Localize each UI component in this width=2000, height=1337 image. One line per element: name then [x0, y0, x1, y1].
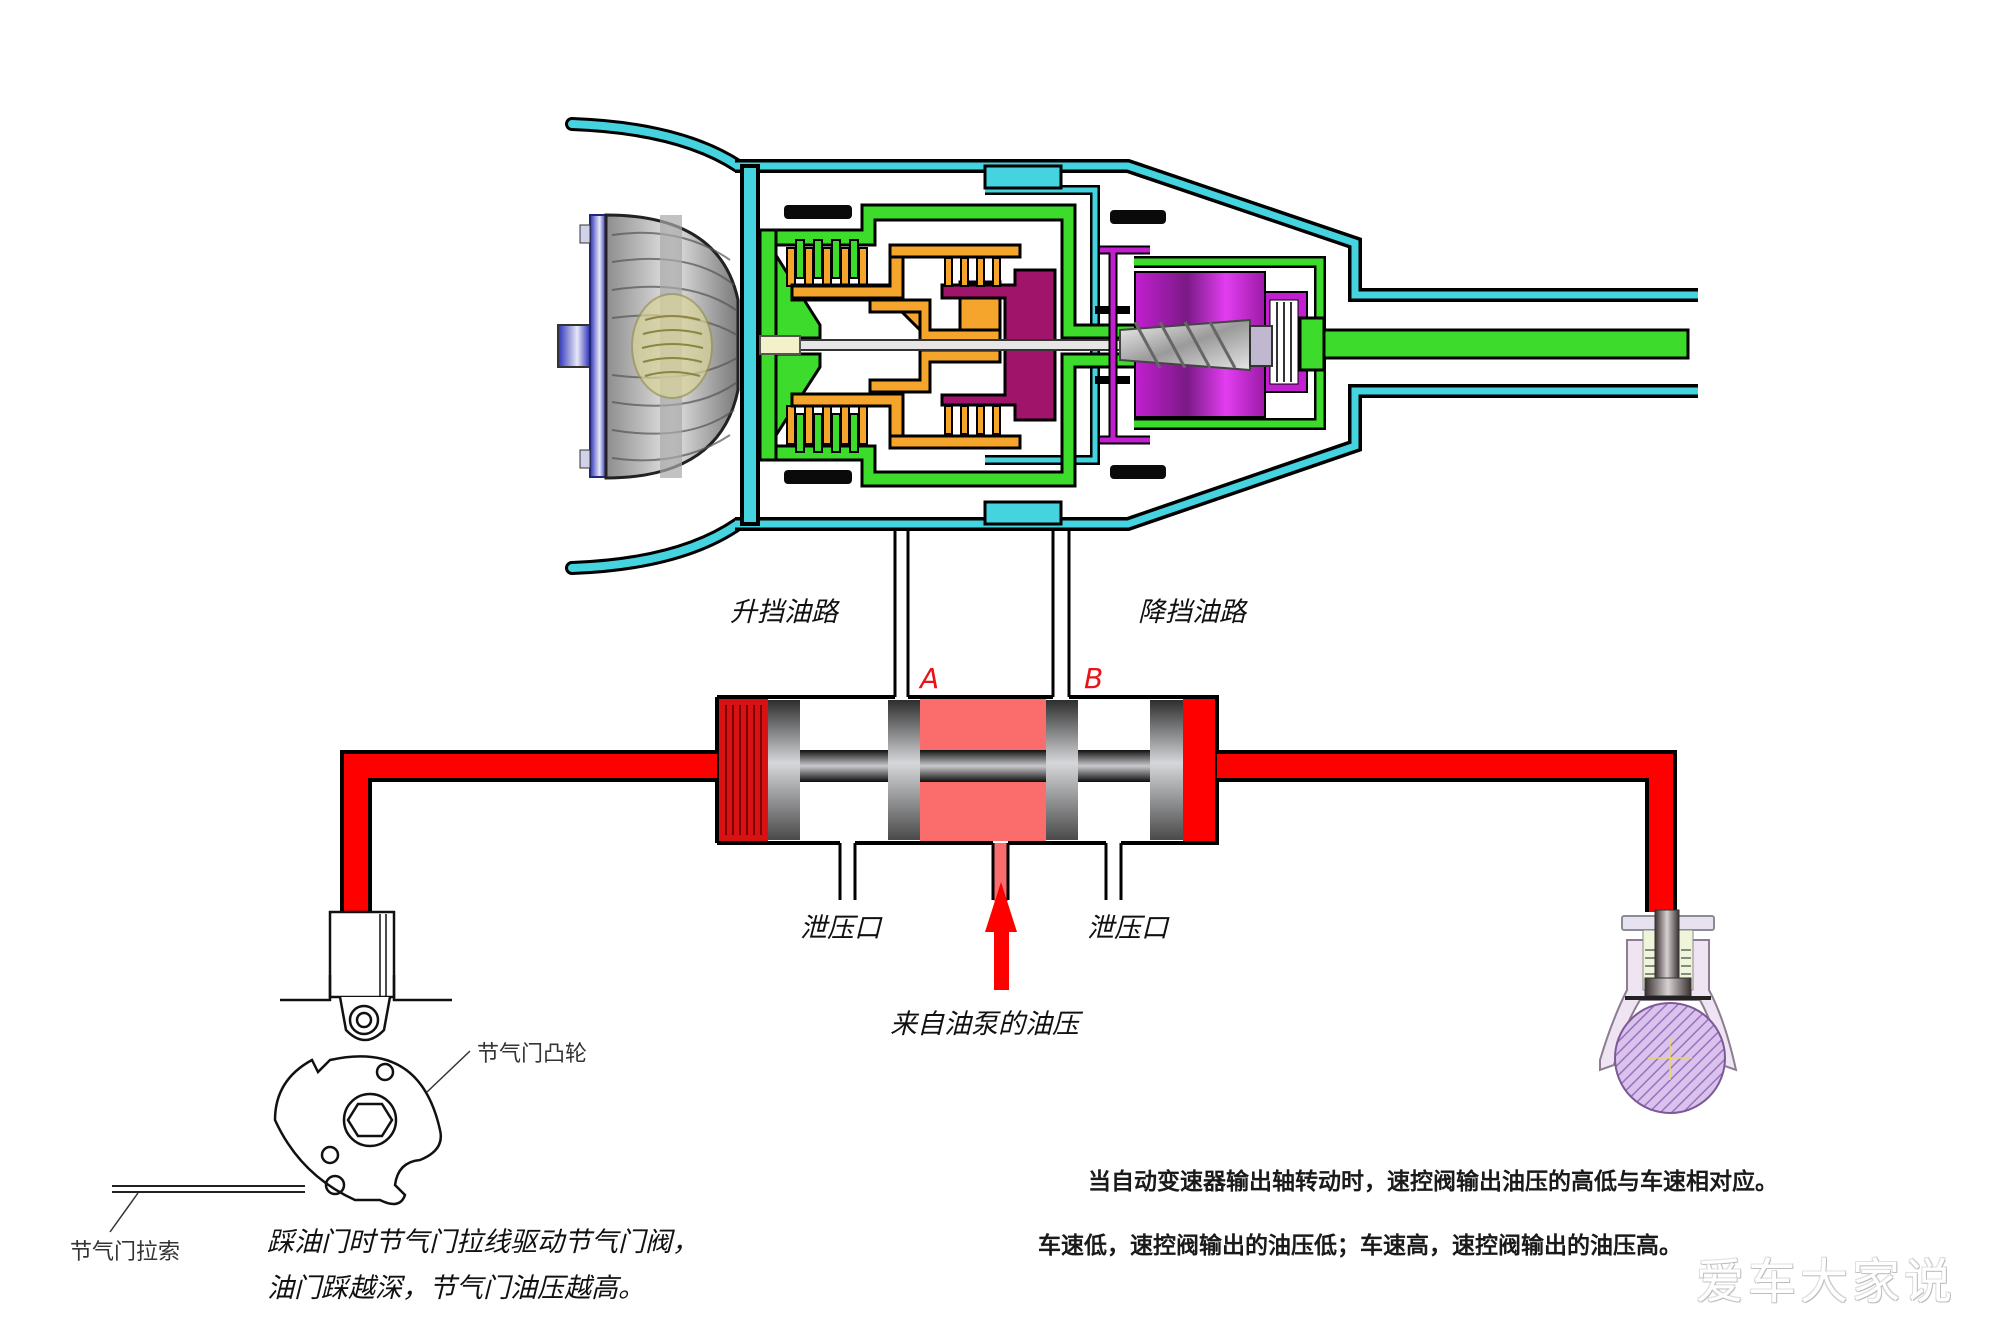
throttle-cable: [109, 1185, 305, 1233]
pump-pressure-label: 来自油泵的油压: [890, 1009, 1079, 1040]
governor-pressure-line: [1217, 750, 1677, 912]
throttle-pressure-line: [340, 750, 717, 912]
torque-converter: [557, 213, 740, 480]
throttle-valve: [280, 910, 452, 1042]
valve-land-1: [768, 700, 800, 840]
throttle-cable-label: 节气门拉索: [70, 1240, 181, 1265]
pump-pressure-arrow-icon: [985, 882, 1017, 990]
drain-port-left-label: 泄压口: [800, 913, 881, 944]
governor-pressure-chamber: [1183, 699, 1215, 841]
planetary-gearset: [1100, 245, 1690, 445]
port-b-label: B: [1084, 662, 1104, 695]
governor-note-line2: 车速低，速控阀输出的油压低；车速高，速控阀输出的油压高。: [1038, 1233, 1682, 1259]
throttle-note-line2: 油门踩越深，节气门油压越高。: [267, 1273, 645, 1304]
watermark: 爱车大家说: [1696, 1254, 1957, 1310]
valve-land-2: [888, 700, 920, 840]
valve-land-4: [1150, 700, 1183, 840]
throttle-pressure-chamber: [719, 699, 768, 841]
brake-bands: [784, 205, 1166, 484]
throttle-cam-label: 节气门凸轮: [477, 1042, 588, 1067]
throttle-cam-icon: [273, 1055, 443, 1206]
port-a-label: A: [920, 662, 940, 695]
cam-leader-line: [426, 1050, 471, 1093]
governor-note-line1: 当自动变速器输出轴转动时，速控阀输出油压的高低与车速相对应。: [1088, 1169, 1778, 1195]
shift-lines: [893, 530, 1071, 697]
downshift-line-label: 降挡油路: [1138, 597, 1246, 628]
spring-icon: [725, 705, 762, 835]
throttle-note-line1: 踩油门时节气门拉线驱动节气门阀，: [267, 1227, 699, 1258]
governor-valve: [1599, 909, 1738, 1114]
valve-land-3: [1046, 700, 1078, 840]
upshift-line-label: 升挡油路: [730, 597, 838, 628]
shift-valve: [715, 695, 1219, 901]
valve-spool-shaft: [800, 750, 1150, 782]
drain-port-right-label: 泄压口: [1087, 913, 1168, 944]
